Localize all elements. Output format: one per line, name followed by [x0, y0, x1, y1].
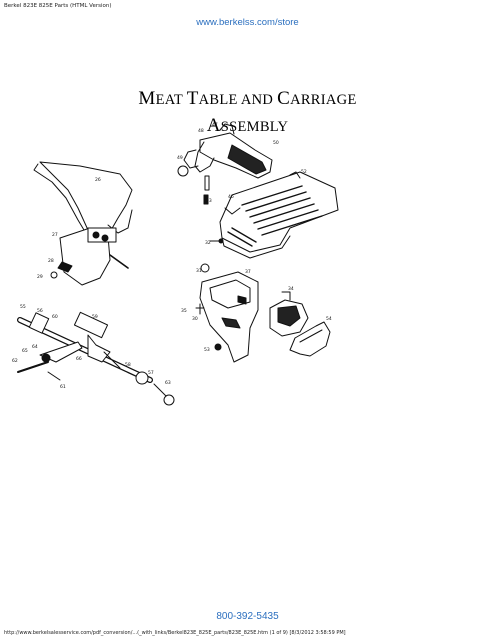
title-rest: ARRIAGE — [290, 92, 357, 108]
store-link[interactable]: www.berkelss.com/store — [196, 17, 299, 28]
page-title-line1: MEAT TABLE AND CARRIAGE — [0, 88, 495, 110]
part-label: 48 — [198, 128, 204, 134]
footer-url: http://www.berkelsalesservice.com/pdf_co… — [4, 630, 346, 636]
part-label: 64 — [32, 344, 38, 350]
part-label: 49 — [177, 155, 183, 161]
phone-link[interactable]: 800-392-5435 — [216, 611, 279, 622]
part-label: 33 — [206, 198, 212, 204]
part-label: 53 — [204, 347, 210, 353]
part-label: 57 — [148, 370, 154, 376]
bolt-head — [218, 238, 224, 244]
part-label: 35 — [181, 308, 187, 314]
title-cap: T — [186, 88, 199, 109]
part-label: 56 — [37, 308, 43, 314]
page-title-line2: ASSEMBLY — [0, 115, 495, 137]
part-label: 58 — [125, 362, 131, 368]
part-label: 59 — [92, 314, 98, 320]
part-label: 62 — [12, 358, 18, 364]
meat-table — [219, 171, 339, 259]
carriage-arm — [177, 123, 273, 179]
part-labels: 48 47 50 49 26 27 28 29 46 33 52 32 37 3… — [12, 122, 332, 390]
title-cap: M — [138, 88, 156, 109]
part-label: 30 — [192, 316, 198, 322]
part-label: 54 — [326, 316, 332, 322]
stud-parts — [203, 175, 210, 205]
part-label: 32 — [205, 240, 211, 246]
part-label: 31 — [196, 268, 202, 274]
part-label: 29 — [37, 274, 43, 280]
window-title: Berkel 823E 825E Parts (HTML Version) — [4, 3, 112, 9]
part-label: 28 — [48, 258, 54, 264]
carriage-knob — [269, 291, 309, 337]
part-label: 52 — [301, 169, 307, 175]
part-label: 50 — [273, 140, 279, 146]
part-label: 63 — [165, 380, 171, 386]
title-rest: SSEMBLY — [220, 119, 289, 135]
carriage-shaft — [17, 311, 175, 406]
part-label: 55 — [20, 304, 26, 310]
title-cap: C — [277, 88, 291, 109]
part-label: 26 — [95, 177, 101, 183]
title-rest: EAT — [155, 92, 187, 108]
plate-bracket — [50, 227, 129, 286]
part-label: 34 — [288, 286, 294, 292]
part-label: 60 — [52, 314, 58, 320]
part-label: 61 — [60, 384, 66, 390]
part-label: 47 — [212, 122, 218, 128]
carriage-handle — [289, 321, 331, 357]
part-label: 66 — [76, 356, 82, 362]
part-label: 65 — [22, 348, 28, 354]
title-cap: A — [206, 115, 221, 136]
carriage-block — [195, 263, 259, 363]
part-label: 37 — [245, 269, 251, 275]
title-rest: ABLE AND — [198, 92, 278, 108]
part-label: 27 — [52, 232, 58, 238]
part-label: 46 — [228, 194, 234, 200]
